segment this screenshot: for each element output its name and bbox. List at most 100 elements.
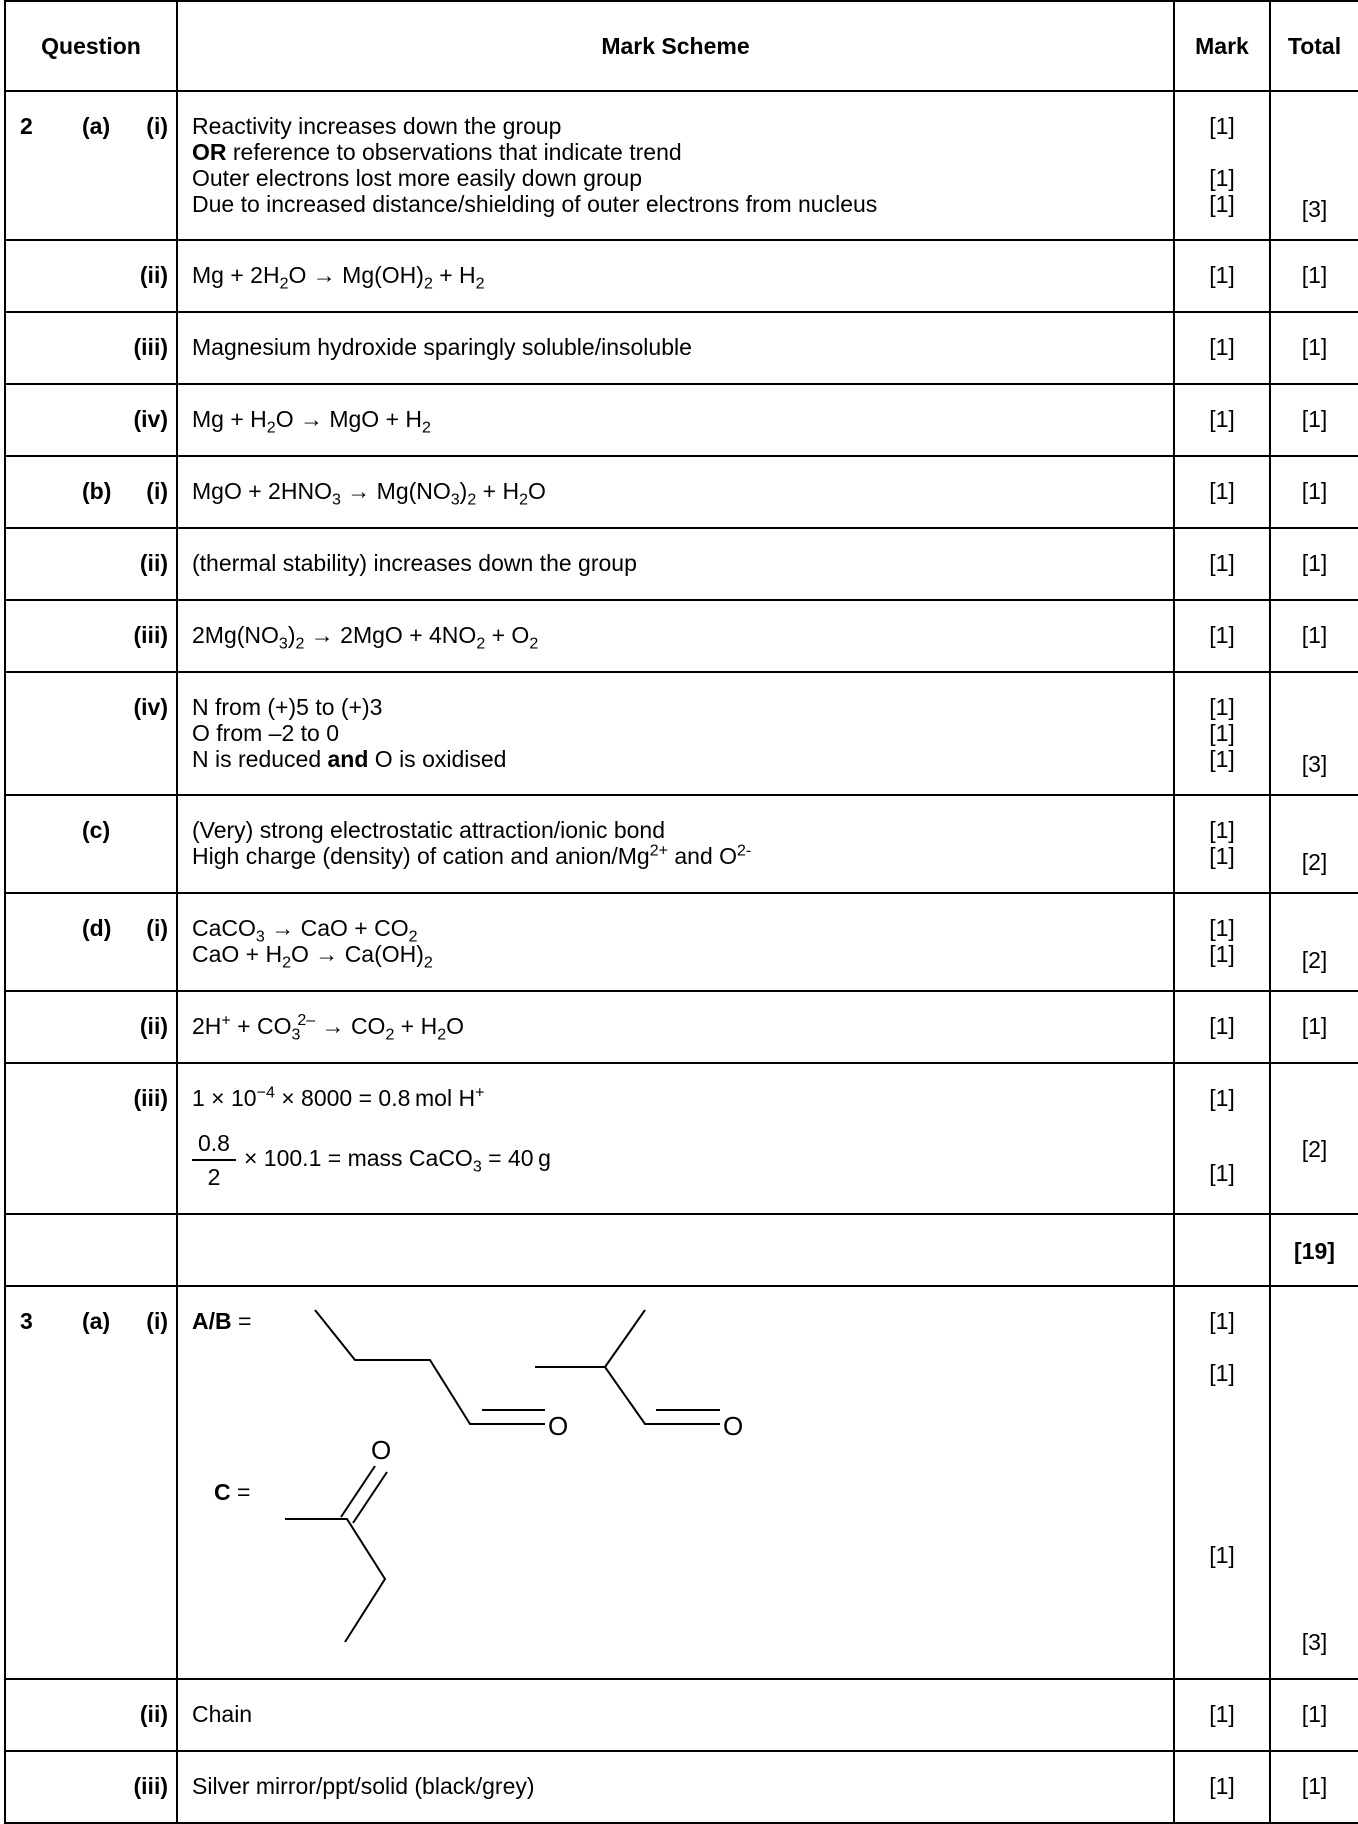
question-number: 3 (20, 1308, 33, 1334)
question-subpart: (iv) (133, 694, 169, 720)
total-value: [1] (1301, 262, 1328, 288)
oxygen-atom-label: O (371, 1435, 391, 1465)
question-part: (a) (82, 113, 111, 139)
scheme-text: 1 × 10 (192, 1085, 257, 1111)
question-part: (c) (82, 817, 111, 843)
scheme-line: (Very) strong electrostatic attraction/i… (192, 817, 666, 843)
oxygen-atom-label: O (548, 1411, 568, 1441)
question-subpart: (iv) (133, 406, 169, 432)
mark-cell: [1] (1173, 527, 1271, 601)
butanal-structure: O (314, 1309, 568, 1441)
total-value: [2] (1301, 947, 1328, 973)
total-cell: [2] (1269, 892, 1358, 992)
question-cell: (b) (i) (4, 455, 178, 529)
scheme-text: × 8000 = 0.8 mol H (274, 1085, 476, 1111)
mark-value: [1] (1209, 191, 1235, 217)
scheme-cell: Silver mirror/ppt/solid (black/grey) (176, 1750, 1175, 1824)
total-cell: [1] (1269, 1678, 1358, 1752)
mark-cell: [1] (1173, 990, 1271, 1064)
fraction-numerator: 0.8 (192, 1131, 236, 1161)
question-subpart: (i) (146, 1308, 168, 1334)
table-row: (ii) 2H+ + CO32– → CO2 + H2O [1] [1] (4, 990, 1358, 1064)
total-cell: [1] (1269, 527, 1358, 601)
equation: Mg + H2O → MgO + H2 (192, 406, 431, 437)
calc-line: 1 × 10−4 × 8000 = 0.8 mol H+ (192, 1084, 485, 1111)
scheme-cell: Magnesium hydroxide sparingly soluble/in… (176, 311, 1175, 385)
question-subpart: (ii) (139, 1013, 168, 1039)
table-row: (iv) N from (+)5 to (+)3 O from –2 to 0 … (4, 671, 1358, 796)
mark-value: [1] (1209, 1308, 1235, 1334)
equation: MgO + 2HNO3 → Mg(NO3)2 + H2O (192, 478, 546, 509)
question-part: (b) (82, 478, 112, 504)
total-cell: [1] (1269, 383, 1358, 457)
mark-value: [1] (1209, 1160, 1235, 1186)
scheme-bold: OR (192, 139, 227, 165)
total-value: [1] (1301, 1701, 1328, 1727)
scheme-line: Reactivity increases down the group (192, 113, 562, 139)
mark-cell: [1] [1] (1173, 794, 1271, 894)
mark-scheme-table: Question Mark Scheme Mark Total 2 (a) (i… (4, 0, 1358, 1824)
equation: CaCO3 → CaO + CO2 (192, 915, 418, 946)
total-cell: [1] (1269, 239, 1358, 313)
total-value: [3] (1301, 196, 1328, 222)
mark-value: [1] (1209, 622, 1235, 648)
header-question: Question (4, 0, 178, 92)
total-cell: [1] (1269, 990, 1358, 1064)
scheme-text: = 40 g (481, 1145, 551, 1172)
question-cell: 2 (a) (i) (4, 90, 178, 241)
equals-sign: = (231, 1308, 252, 1334)
mark-value: [1] (1209, 843, 1235, 869)
mark-value: [1] (1209, 694, 1235, 720)
scheme-cell: MgO + 2HNO3 → Mg(NO3)2 + H2O (176, 455, 1175, 529)
table-row: (c) (Very) strong electrostatic attracti… (4, 794, 1358, 894)
grand-total-value: [19] (1294, 1238, 1335, 1264)
scheme-cell: Reactivity increases down the group OR r… (176, 90, 1175, 241)
scheme-cell: 2H+ + CO32– → CO2 + H2O (176, 990, 1175, 1064)
label-bold: A/B (192, 1308, 232, 1334)
total-value: [1] (1301, 334, 1328, 360)
mark-value: [1] (1209, 817, 1235, 843)
mark-cell: [1] [1] [1] (1173, 671, 1271, 796)
scheme-text: O is oxidised (368, 746, 507, 772)
mark-value: [1] (1209, 113, 1235, 139)
question-cell: (iv) (4, 383, 178, 457)
table-row: (ii) Mg + 2H2O → Mg(OH)2 + H2 [1] [1] (4, 239, 1358, 313)
header-mark-scheme: Mark Scheme (176, 0, 1175, 92)
mark-value: [1] (1209, 941, 1235, 967)
mark-cell: [1] [1] (1173, 892, 1271, 992)
fraction: 0.8 2 (192, 1131, 236, 1189)
table-row: (iv) Mg + H2O → MgO + H2 [1] [1] (4, 383, 1358, 457)
table-row-total: [19] (4, 1213, 1358, 1287)
question-subpart: (ii) (139, 1701, 168, 1727)
total-value: [1] (1301, 622, 1328, 648)
header-mark: Mark (1173, 0, 1271, 92)
table-row: (ii) Chain [1] [1] (4, 1678, 1358, 1752)
equals-sign: = (230, 1479, 251, 1505)
question-cell: (d) (i) (4, 892, 178, 992)
scheme-line: N is reduced and O is oxidised (192, 746, 1161, 772)
total-cell: [2] (1269, 794, 1358, 894)
scheme-line: Chain (192, 1701, 253, 1727)
table-row: (iii) Magnesium hydroxide sparingly solu… (4, 311, 1358, 385)
question-cell: (iii) (4, 1750, 178, 1824)
question-cell: (iii) (4, 599, 178, 673)
scheme-line: Outer electrons lost more easily down gr… (192, 165, 642, 191)
mark-cell: [1] (1173, 383, 1271, 457)
question-cell: (iii) (4, 1062, 178, 1215)
question-cell: (ii) (4, 239, 178, 313)
scheme-line: Magnesium hydroxide sparingly soluble/in… (192, 334, 692, 360)
total-value: [1] (1301, 550, 1328, 576)
structure-diagrams: O O O (285, 1309, 743, 1643)
total-cell: [2] (1269, 1062, 1358, 1215)
mark-value: [1] (1209, 1013, 1235, 1039)
question-cell: (c) (4, 794, 178, 894)
mark-value: [1] (1209, 334, 1235, 360)
mark-value: [1] (1209, 1701, 1235, 1727)
header-row: Question Mark Scheme Mark Total (4, 0, 1358, 92)
label-bold: C (214, 1479, 231, 1505)
equation: 2H+ + CO32– → CO2 + H2O (192, 1012, 464, 1044)
mark-cell: [1] [1] [1] (1173, 90, 1271, 241)
question-cell: (iv) (4, 671, 178, 796)
question-subpart: (iii) (133, 622, 169, 648)
question-subpart: (iii) (133, 1085, 169, 1111)
